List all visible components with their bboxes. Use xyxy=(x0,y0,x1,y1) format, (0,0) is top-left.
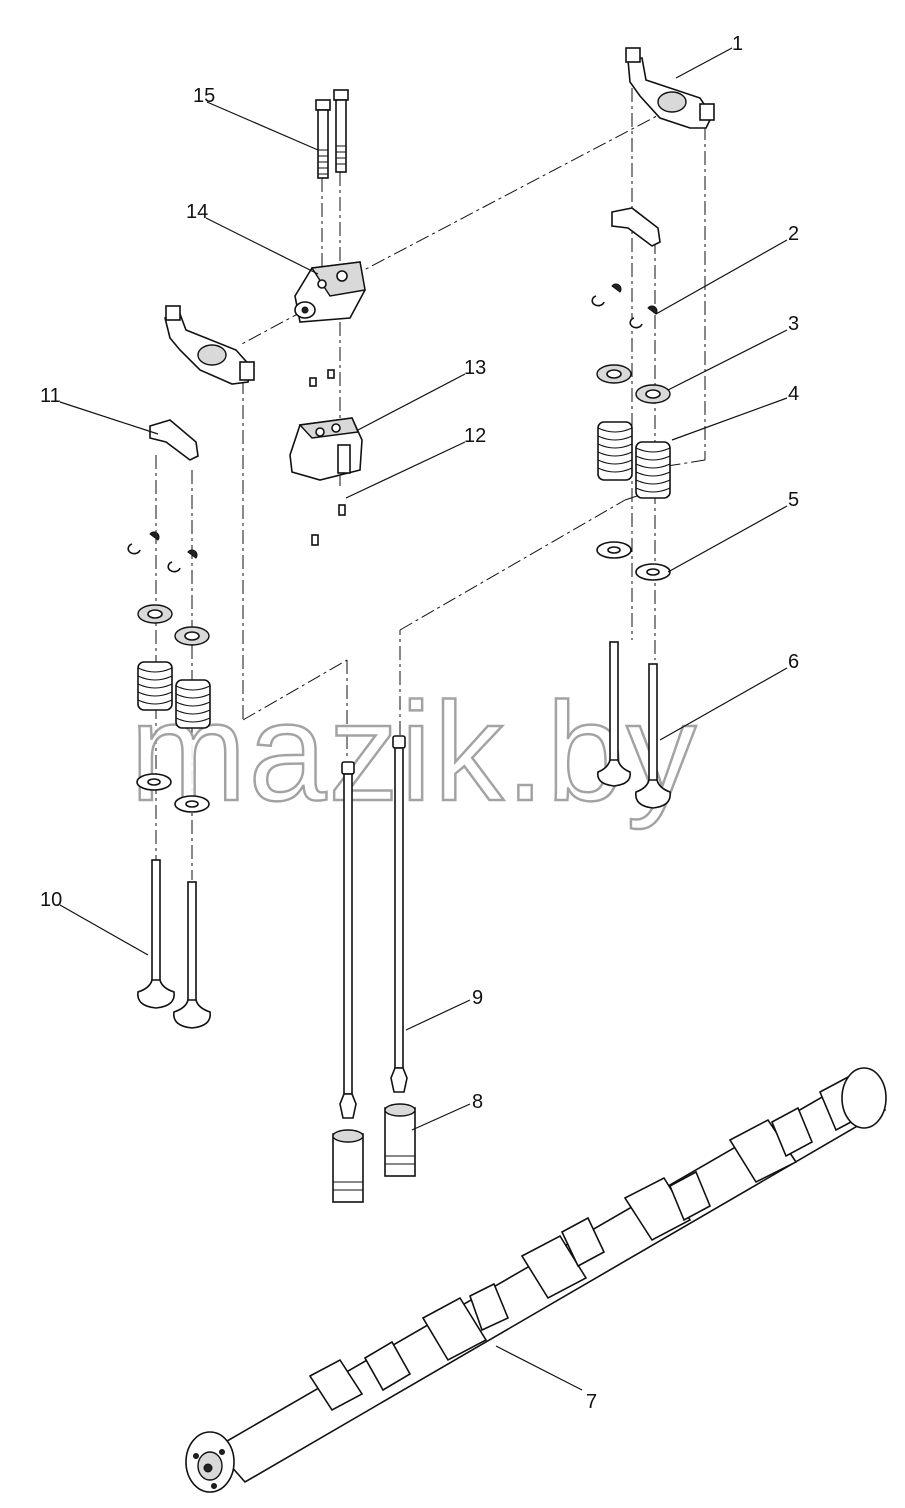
rocker-shaft-bracket xyxy=(294,261,366,323)
callout-labels: 1 2 3 4 5 6 7 8 9 10 11 12 13 14 15 xyxy=(40,33,799,1413)
spring-left-rear xyxy=(175,679,211,729)
tappets xyxy=(332,1103,416,1203)
spring-retainers xyxy=(137,364,671,646)
callout-6: 6 xyxy=(788,651,799,673)
callout-3: 3 xyxy=(788,313,799,335)
valves-left xyxy=(137,859,211,1029)
callout-5: 5 xyxy=(788,489,799,511)
callout-1: 1 xyxy=(732,33,743,55)
valves-right xyxy=(597,641,671,809)
callout-12: 12 xyxy=(464,425,486,447)
camshaft-lobes xyxy=(308,1074,868,1412)
rocker-arm-left xyxy=(164,305,255,385)
valve-springs xyxy=(137,421,671,729)
valve-bridge-right xyxy=(611,207,661,247)
spring-left-front xyxy=(137,661,173,711)
callout-2: 2 xyxy=(788,223,799,245)
callout-10: 10 xyxy=(40,889,62,911)
watermark-text: mazik.by xyxy=(130,673,698,830)
callout-8: 8 xyxy=(472,1091,483,1113)
callout-7: 7 xyxy=(586,1391,597,1413)
valve-collets-right xyxy=(591,283,658,329)
callout-13: 13 xyxy=(464,357,486,379)
rocker-arm-right xyxy=(625,47,715,129)
spring-right-front xyxy=(597,421,633,481)
callout-14: 14 xyxy=(186,201,208,223)
callout-4: 4 xyxy=(788,383,799,405)
locating-pins xyxy=(311,504,346,546)
callout-11: 11 xyxy=(40,385,61,407)
spring-seat-washers xyxy=(136,541,671,813)
valve-bridge-left xyxy=(149,419,199,461)
bolt-pair xyxy=(315,89,349,179)
spring-right-rear xyxy=(635,441,671,499)
leader-lines xyxy=(59,47,788,1391)
callout-15: 15 xyxy=(193,85,215,107)
valve-collets-left xyxy=(127,531,198,573)
callout-9: 9 xyxy=(472,987,483,1009)
push-rods xyxy=(339,735,408,1119)
camshaft xyxy=(185,1067,887,1493)
rocker-support-pedestal xyxy=(289,369,363,481)
